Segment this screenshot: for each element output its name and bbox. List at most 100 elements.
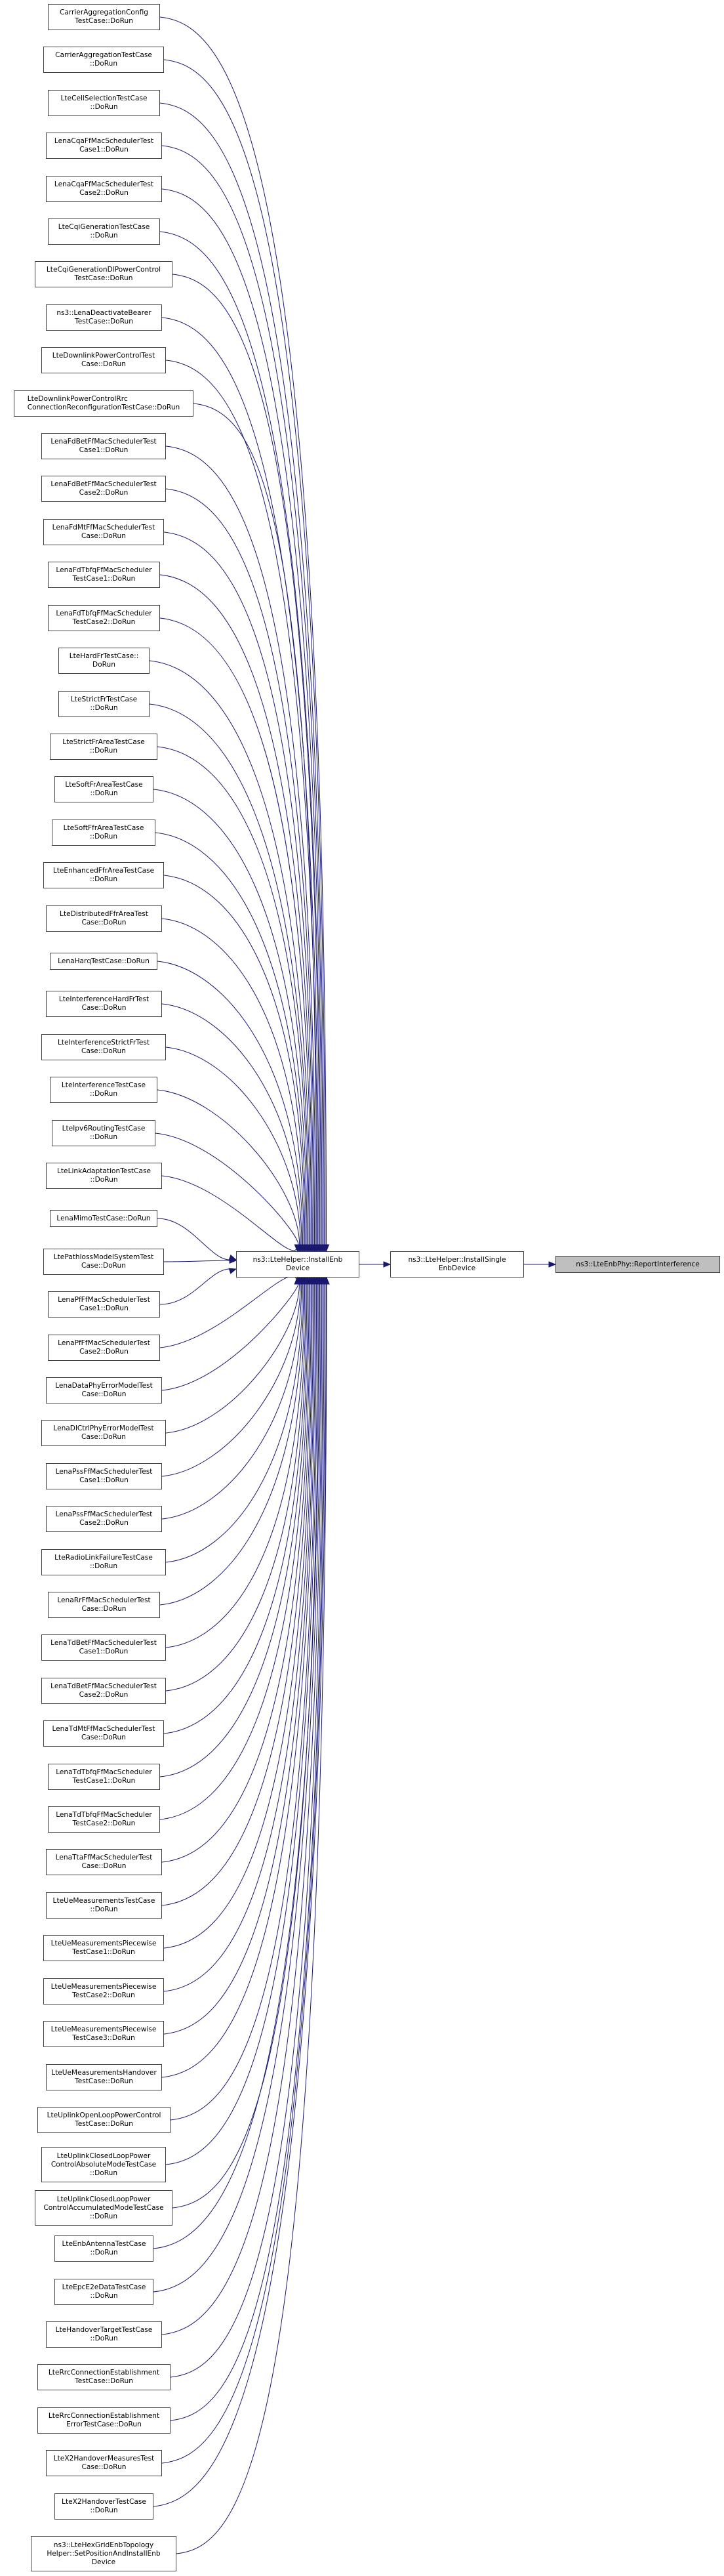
caller-node[interactable]: LteUeMeasurementsPiecewise TestCase3::Do… [43,2021,164,2047]
caller-node[interactable]: LenaDataPhyErrorModelTest Case::DoRun [46,1377,162,1403]
caller-node[interactable]: LteUeMeasurementsPiecewise TestCase1::Do… [43,1935,164,1961]
caller-node[interactable]: LteCellSelectionTestCase ::DoRun [48,90,160,116]
node-label: LenaDlCtrlPhyErrorModelTest Case::DoRun [53,1424,154,1441]
caller-node[interactable]: LenaFdBetFfMacSchedulerTest Case2::DoRun [41,476,166,502]
caller-node[interactable]: LenaDlCtrlPhyErrorModelTest Case::DoRun [41,1420,166,1446]
node-label: LteUeMeasurementsHandover TestCase::DoRu… [51,2069,157,2085]
edge-caller-to-installenb [161,317,319,1245]
caller-node[interactable]: LteRrcConnectionEstablishment ErrorTestC… [37,2407,171,2434]
arrowhead [229,1257,237,1264]
node-label: LenaCqaFfMacSchedulerTest Case1::DoRun [54,137,154,154]
caller-node[interactable]: LteInterferenceTestCase ::DoRun [50,1077,157,1103]
caller-node[interactable]: LenaPssFfMacSchedulerTest Case2::DoRun [46,1506,162,1532]
caller-node[interactable]: LenaTdBetFfMacSchedulerTest Case1::DoRun [41,1634,166,1661]
caller-node[interactable]: LenaCqaFfMacSchedulerTest Case2::DoRun [46,176,162,202]
caller-node[interactable]: LteCqiGenerationTestCase ::DoRun [48,218,160,245]
node-label: ns3::LteHelper::InstallSingle EnbDevice [408,1256,506,1272]
caller-node[interactable]: LenaTdTbfqFfMacScheduler TestCase1::DoRu… [48,1764,160,1790]
node-label: LteUplinkClosedLoopPower ControlAccumula… [43,2195,164,2220]
edge-caller-to-installenb [163,875,306,1245]
edge-caller-to-installenb [163,1260,230,1262]
caller-node[interactable]: ns3::LenaDeactivateBearer TestCase::DoRu… [46,304,162,331]
caller-node[interactable]: LenaFdTbfqFfMacScheduler TestCase2::DoRu… [48,605,160,631]
node-label: LenaTdTbfqFfMacScheduler TestCase2::DoRu… [56,1811,152,1827]
caller-node[interactable]: LteUplinkClosedLoopPower ControlAccumula… [35,2190,172,2226]
caller-node[interactable]: LteCqiGenerationDlPowerControl TestCase:… [35,261,172,287]
caller-node[interactable]: LenaFdMtFfMacSchedulerTest Case::DoRun [43,519,164,545]
node-label: LtePathlossModelSystemTest Case::DoRun [53,1253,154,1270]
caller-node[interactable]: LteUplinkClosedLoopPower ControlAbsolute… [41,2147,166,2182]
node-label: LenaFdTbfqFfMacScheduler TestCase2::DoRu… [56,610,152,626]
caller-node[interactable]: CarrierAggregationConfig TestCase::DoRun [48,4,160,30]
caller-node[interactable]: CarrierAggregationTestCase ::DoRun [43,47,164,73]
caller-node[interactable]: ns3::LteHexGridEnbTopology Helper::SetPo… [31,2536,176,2571]
caller-node[interactable]: LteEpcE2eDataTestCase ::DoRun [54,2279,153,2305]
edge-caller-to-installenb [165,1283,306,1692]
caller-node[interactable]: LenaTdTbfqFfMacScheduler TestCase2::DoRu… [48,1806,160,1833]
node-label: LteDownlinkPowerControlTest Case::DoRun [52,352,155,368]
edge-caller-to-installenb [159,1283,309,1777]
edge-caller-to-installenb [159,574,313,1245]
caller-node[interactable]: LenaPssFfMacSchedulerTest Case1::DoRun [46,1463,162,1489]
node-label: LenaFdTbfqFfMacScheduler TestCase1::DoRu… [56,566,152,583]
edge-caller-to-installenb [159,16,327,1245]
caller-node[interactable]: LteX2HandoverTestCase ::DoRun [54,2493,153,2520]
caller-node[interactable]: LteUeMeasurementsTestCase ::DoRun [46,1892,162,1919]
node-label: LenaRrFfMacSchedulerTest Case::DoRun [57,1596,151,1613]
node-label: LteEnbAntennaTestCase ::DoRun [62,2240,146,2256]
caller-node[interactable]: LteIpv6RoutingTestCase ::DoRun [52,1120,155,1146]
caller-node[interactable]: LteHardFrTestCase:: DoRun [58,648,150,674]
caller-node[interactable]: LteDownlinkPowerControlTest Case::DoRun [41,347,166,373]
caller-node[interactable]: LteStrictFrAreaTestCase ::DoRun [50,734,157,760]
caller-node[interactable]: LteUeMeasurementsPiecewise TestCase2::Do… [43,1978,164,2005]
node-install-enb-device[interactable]: ns3::LteHelper::InstallEnb Device [236,1251,359,1278]
edge-caller-to-installenb [163,1283,308,1734]
node-label: LteDownlinkPowerControlRrc ConnectionRec… [27,395,180,411]
caller-node[interactable]: LteEnhancedFfrAreaTestCase ::DoRun [43,862,164,888]
caller-node[interactable]: LenaHarqTestCase::DoRun [50,953,157,970]
caller-node[interactable]: LenaPfFfMacSchedulerTest Case2::DoRun [48,1335,160,1361]
caller-node[interactable]: LteDistributedFfrAreaTest Case::DoRun [46,905,162,932]
caller-node[interactable]: LteSoftFfrAreaTestCase ::DoRun [52,820,155,846]
caller-node[interactable]: LteUplinkOpenLoopPowerControl TestCase::… [37,2107,171,2133]
caller-node[interactable]: LteUeMeasurementsHandover TestCase::DoRu… [46,2064,162,2090]
edge-caller-to-installenb [155,1132,299,1245]
caller-node[interactable]: LteSoftFrAreaTestCase ::DoRun [54,776,153,802]
edge-caller-to-installenb [157,746,309,1245]
edge-caller-to-installenb [153,789,308,1245]
node-label: LteX2HandoverTestCase ::DoRun [62,2498,146,2514]
node-label: LteCellSelectionTestCase ::DoRun [60,94,148,111]
caller-node[interactable]: LteInterferenceStrictFrTest Case::DoRun [41,1034,166,1060]
caller-node[interactable]: LteRadioLinkFailureTestCase ::DoRun [41,1549,166,1575]
node-label: LenaTdTbfqFfMacScheduler TestCase1::DoRu… [56,1768,152,1785]
caller-node[interactable]: LteX2HandoverMeasuresTest Case::DoRun [46,2450,162,2476]
caller-node[interactable]: LenaRrFfMacSchedulerTest Case::DoRun [48,1592,160,1618]
edge-caller-to-installenb [165,446,316,1245]
caller-node[interactable]: LteHandoverTargetTestCase ::DoRun [46,2321,162,2348]
caller-node[interactable]: LenaFdBetFfMacSchedulerTest Case1::DoRun [41,433,166,459]
caller-node[interactable]: LteDownlinkPowerControlRrc ConnectionRec… [14,390,193,417]
node-install-single-enb-device[interactable]: ns3::LteHelper::InstallSingle EnbDevice [390,1251,524,1278]
edge-caller-to-installenb [165,1283,300,1434]
node-label: LteUeMeasurementsPiecewise TestCase2::Do… [50,1983,157,1999]
edge-caller-to-installenb [161,1283,326,2464]
caller-node[interactable]: LenaMimoTestCase::DoRun [50,1210,157,1227]
caller-node[interactable]: LenaFdTbfqFfMacScheduler TestCase1::DoRu… [48,562,160,588]
caller-node[interactable]: LenaCqaFfMacSchedulerTest Case1::DoRun [46,133,162,159]
node-label: LenaTdMtFfMacSchedulerTest Case::DoRun [52,1725,155,1741]
caller-node[interactable]: LteLinkAdaptationTestCase ::DoRun [46,1163,162,1189]
caller-node[interactable]: LenaPfFfMacSchedulerTest Case1::DoRun [48,1291,160,1318]
caller-node[interactable]: LenaTdMtFfMacSchedulerTest Case::DoRun [43,1720,164,1747]
node-label: CarrierAggregationConfig TestCase::DoRun [59,9,149,25]
caller-node[interactable]: LteStrictFrTestCase ::DoRun [58,691,150,717]
arrowhead [548,1261,557,1268]
caller-node[interactable]: LenaTtaFfMacSchedulerTest Case::DoRun [46,1849,162,1875]
caller-node[interactable]: LtePathlossModelSystemTest Case::DoRun [43,1249,164,1275]
caller-node[interactable]: LenaTdBetFfMacSchedulerTest Case2::DoRun [41,1678,166,1704]
caller-node[interactable]: LteRrcConnectionEstablishment TestCase::… [37,2364,171,2390]
caller-node[interactable]: LteEnbAntennaTestCase ::DoRun [54,2235,153,2262]
edge-caller-to-installenb [159,617,312,1245]
caller-node[interactable]: LteInterferenceHardFrTest Case::DoRun [46,991,162,1017]
node-label: LteRadioLinkFailureTestCase ::DoRun [54,1554,153,1570]
